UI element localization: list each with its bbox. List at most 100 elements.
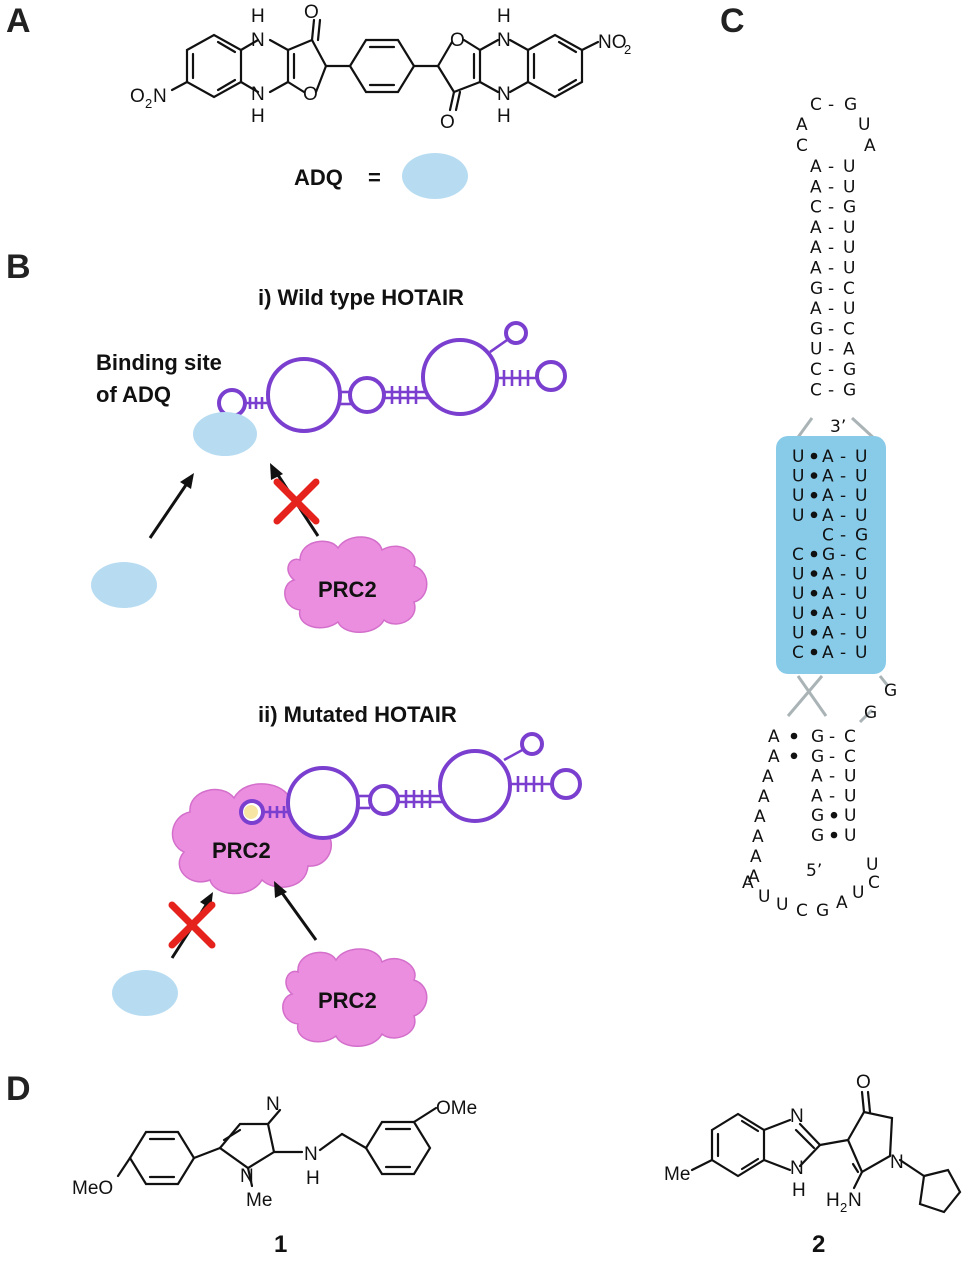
mutation-site-icon (244, 805, 258, 819)
nucleotide: U (852, 883, 864, 903)
base-pair-dash: - (840, 506, 846, 526)
hotair-wild-rna (217, 321, 567, 433)
nucleotide: U (855, 486, 867, 506)
nucleotide: U (843, 238, 855, 258)
nucleotide: U (776, 895, 788, 915)
panel-label-c: C (720, 2, 745, 40)
hoogsteen-dot-icon (810, 629, 818, 636)
nucleotide: G (843, 198, 856, 218)
nucleotide: A (811, 767, 823, 787)
nucleotide: C (810, 360, 822, 380)
amine-label: H (826, 1190, 840, 1211)
rna-stem-upper: A-UA-UC-GA-UA-UA-UG-CA-UG-CU-AC-GC-G (810, 157, 856, 400)
panel-label-a: A (6, 2, 31, 40)
base-pair-dash: - (840, 525, 846, 545)
adq-free-icon (112, 970, 178, 1016)
nucleotide: A (822, 623, 834, 643)
atom-n: N (266, 1094, 280, 1115)
hoogsteen-dot-icon (810, 589, 818, 597)
nucleotide: A (742, 873, 754, 893)
nucleotide: A (748, 867, 760, 887)
hoogsteen-dot-icon (810, 491, 818, 499)
nucleotide: U (858, 115, 870, 135)
binding-site-label: Binding site (96, 350, 222, 375)
nucleotide: G (811, 727, 824, 747)
atom-o: O (440, 112, 455, 133)
prc2-free-cloud-icon: PRC2 (282, 948, 428, 1047)
prc2-label: PRC2 (212, 838, 271, 863)
nucleotide: U (855, 447, 867, 467)
prc2-label: PRC2 (318, 577, 377, 602)
block-cross-icon (273, 478, 320, 525)
nucleotide: A (810, 218, 822, 238)
hoogsteen-dot-icon (810, 472, 818, 479)
hoogsteen-dot-icon (810, 648, 818, 656)
nucleotide: C (796, 901, 808, 921)
atom-no2: NO (598, 32, 627, 53)
compound-1-number: 1 (274, 1231, 287, 1258)
nucleotide: A (822, 506, 834, 526)
nucleotide: G (822, 545, 835, 565)
wobble-dot-icon (830, 831, 838, 839)
nucleotide: A (836, 893, 848, 913)
nucleotide: A (864, 136, 876, 156)
title-mutated: ii) Mutated HOTAIR (258, 702, 457, 727)
nucleotide: U (792, 623, 804, 643)
subscript-2: 2 (624, 42, 631, 57)
wobble-dot-icon (830, 811, 838, 819)
block-cross-icon (168, 901, 216, 949)
nucleotide: U (810, 340, 822, 360)
nucleotide: U (844, 767, 856, 787)
atom-n: N (251, 30, 265, 51)
nucleotide: C (843, 279, 855, 299)
nucleotide: U (855, 467, 867, 487)
nucleotide: U (843, 259, 855, 279)
atom-o: O (303, 84, 318, 105)
methyl-label: Me (246, 1190, 272, 1211)
nucleotide: U (843, 218, 855, 238)
atom-n: N (890, 1152, 904, 1173)
atom-o: O (304, 2, 319, 23)
atom-h: H (792, 1180, 806, 1201)
nucleotide: U (792, 506, 804, 526)
nucleotide: A (822, 447, 834, 467)
base-pair-dash: - (829, 727, 835, 747)
nucleotide: A (810, 238, 822, 258)
nucleotide: U (758, 887, 770, 907)
atom-n: N (251, 84, 265, 105)
methoxy-label: MeO (72, 1178, 113, 1199)
hotair-mutated-rna (239, 732, 582, 840)
nucleotide: A (843, 340, 855, 360)
hoogsteen-dot-icon (790, 752, 798, 760)
nucleotide: C (810, 95, 822, 115)
nucleotide: G (811, 747, 824, 767)
nucleotide: U (855, 506, 867, 526)
nucleotide: A (768, 727, 780, 747)
atom-o: O (450, 30, 465, 51)
base-pair-dash: - (840, 643, 846, 663)
nucleotide: C (822, 525, 834, 545)
base-pair-dash: - (828, 319, 834, 339)
adq-ellipse-icon (402, 153, 468, 199)
base-pair-dash: - (840, 604, 846, 624)
adq-equals: = (368, 165, 381, 190)
nucleotide: A (750, 847, 762, 867)
five-prime-end: 5’ (806, 861, 822, 881)
nucleotide: U (855, 623, 867, 643)
triplex-highlight (776, 436, 886, 674)
nucleotide: G (810, 279, 823, 299)
hoogsteen-dot-icon (810, 452, 818, 460)
base-pair-dash: - (840, 623, 846, 643)
base-pair-dash: - (828, 279, 834, 299)
title-wild-type: i) Wild type HOTAIR (258, 285, 464, 310)
binding-site-label-2: of ADQ (96, 382, 171, 407)
nucleotide: A (822, 565, 834, 585)
nucleotide: A (758, 787, 770, 807)
methoxy-label: OMe (436, 1098, 477, 1119)
nucleotide: U (855, 604, 867, 624)
nucleotide: G (844, 95, 857, 115)
nucleotide: G (811, 826, 824, 846)
